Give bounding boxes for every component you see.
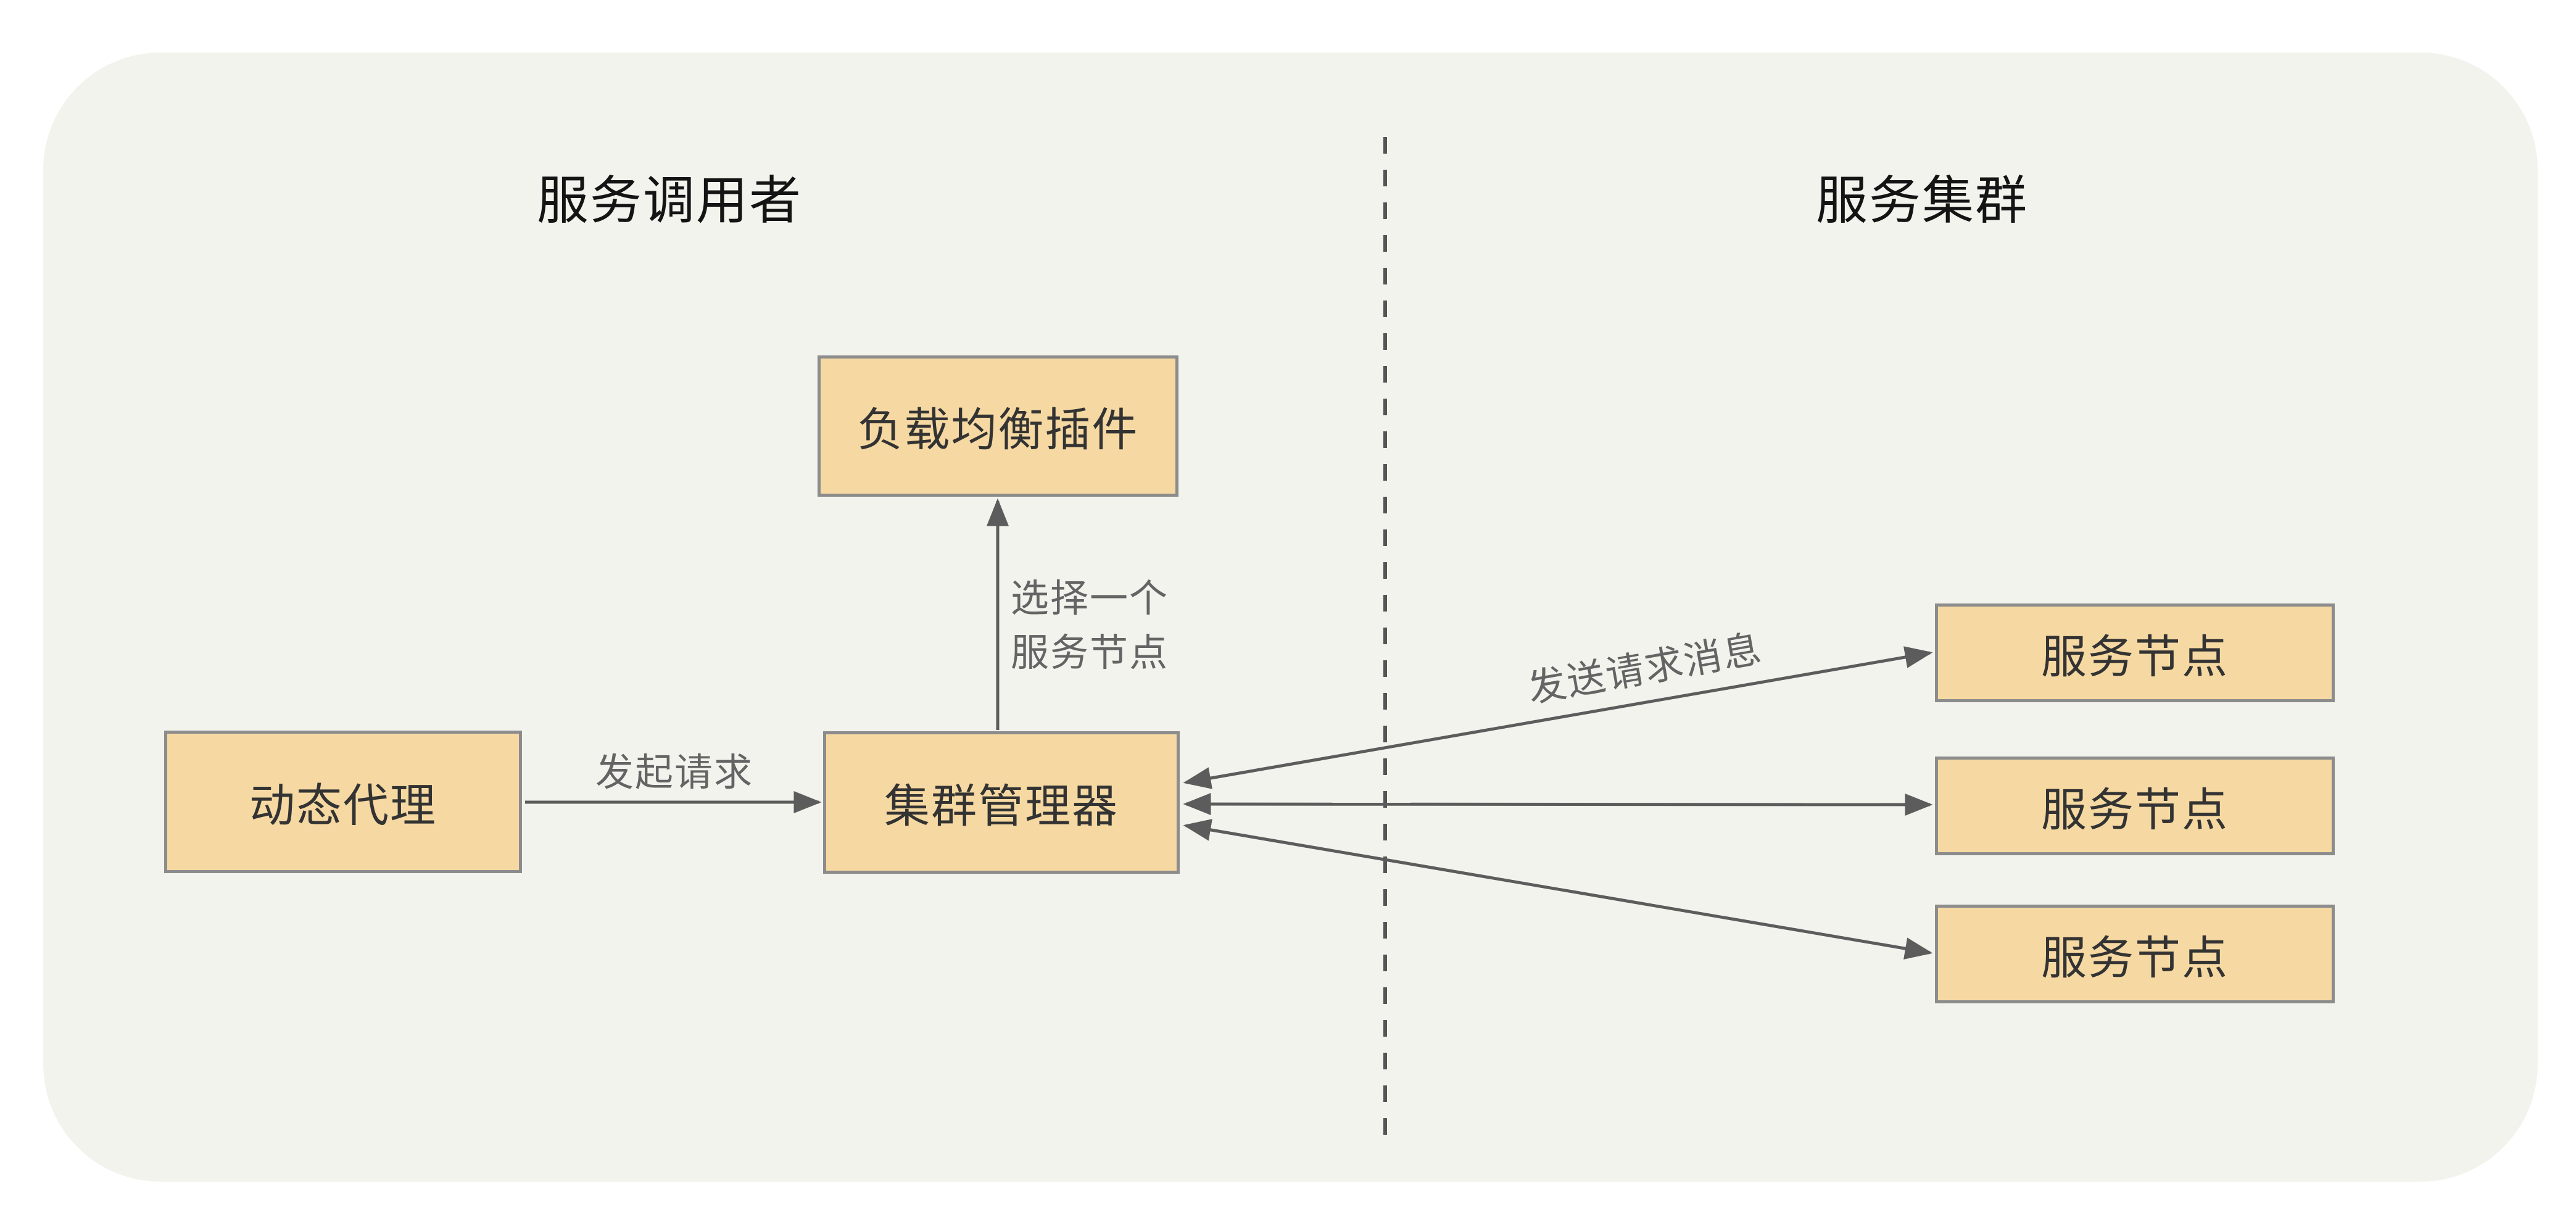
- edge-label-select-node-line2: 服务节点: [1011, 630, 1169, 675]
- node-service-node-1: 服务节点: [1935, 603, 2335, 702]
- node-cluster-manager: 集群管理器: [823, 731, 1180, 874]
- edge-label-select-node-line1: 选择一个: [1011, 576, 1169, 621]
- right-region-title: 服务集群: [1815, 170, 2028, 231]
- node-dynamic-proxy: 动态代理: [164, 731, 522, 873]
- edge-label-initiate-request: 发起请求: [595, 750, 753, 795]
- node-load-balancer-plugin: 负载均衡插件: [818, 355, 1178, 497]
- left-region-title: 服务调用者: [536, 170, 802, 231]
- edge-label-select-node: 选择一个 服务节点: [1011, 571, 1169, 680]
- node-service-node-2: 服务节点: [1935, 757, 2335, 855]
- node-service-node-3: 服务节点: [1935, 905, 2335, 1003]
